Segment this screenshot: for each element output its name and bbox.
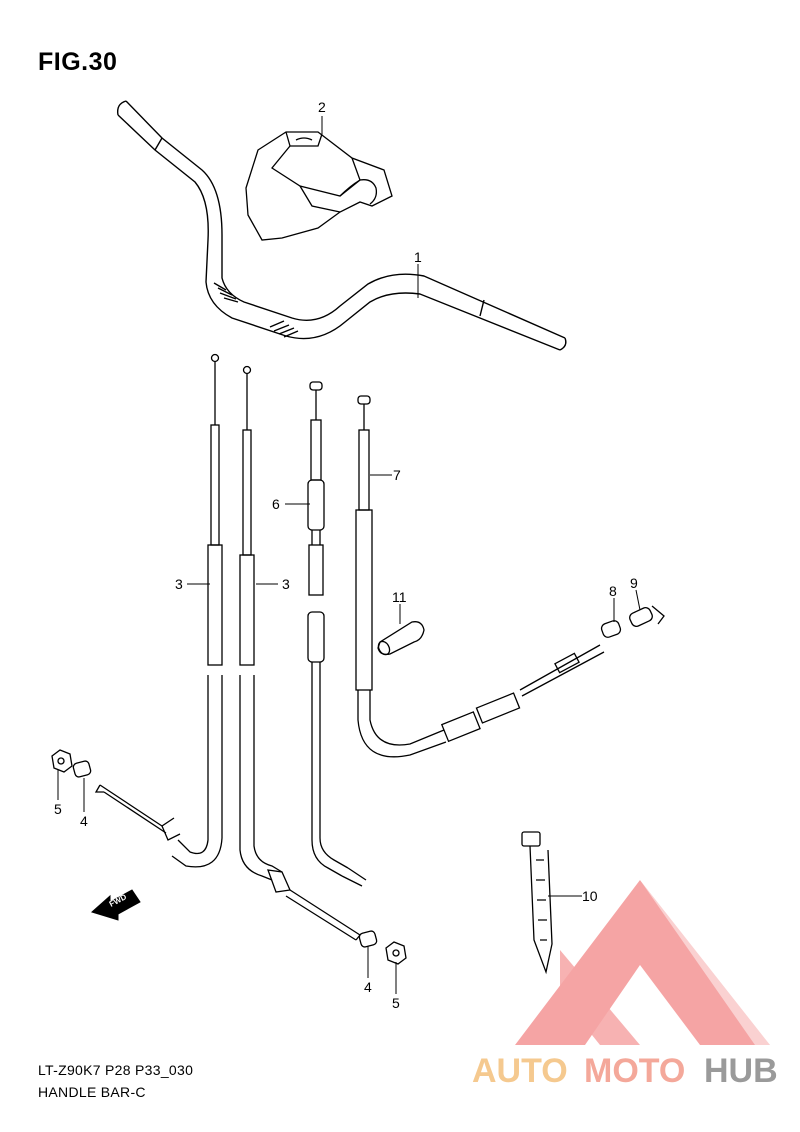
callout-part-3-right: 3 — [282, 576, 290, 592]
cable-tie-part-10 — [521, 831, 553, 975]
callout-1-part-2: 2 — [318, 99, 326, 115]
callout-part-7: 7 — [393, 467, 401, 483]
sleeve-part-11 — [377, 621, 425, 656]
forward-direction-arrow-icon: FWD — [91, 889, 141, 921]
watermark-word-moto: MOTO — [584, 1052, 685, 1090]
callout-part-4-left: 4 — [80, 813, 88, 829]
callout-part-5-left: 5 — [54, 801, 62, 817]
fitting-part-9 — [629, 605, 665, 627]
watermark-logo: AUTO MOTO HUB — [472, 880, 778, 1090]
brake-cable-part-6 — [307, 381, 367, 887]
brake-cable-part-7 — [355, 395, 605, 758]
section-name-label: HANDLE BAR-C — [38, 1084, 146, 1100]
callout-part-8: 8 — [609, 583, 617, 599]
nut-part-5-left — [51, 749, 73, 773]
handlebar-cover-part — [245, 131, 393, 241]
watermark-word-auto: AUTO — [472, 1052, 568, 1090]
callout-part-9: 9 — [630, 575, 638, 591]
throttle-cable-left — [94, 353, 223, 868]
nut-part-5-right — [385, 941, 407, 965]
watermark-word-hub: HUB — [704, 1052, 778, 1090]
callout-part-5-right: 5 — [392, 995, 400, 1011]
callout-part-4-right: 4 — [364, 979, 372, 995]
fitting-part-8 — [600, 620, 622, 638]
callout-part-6: 6 — [272, 496, 280, 512]
adjuster-part-4-left — [72, 760, 92, 778]
figure-title: FIG.30 — [38, 48, 118, 76]
model-code-label: LT-Z90K7 P28 P33_030 — [38, 1062, 194, 1078]
callout-part-1: 1 — [414, 249, 422, 265]
adjuster-part-4-right — [358, 930, 378, 948]
callout-part-10: 10 — [582, 888, 598, 904]
throttle-cable-right — [239, 365, 361, 941]
leader-lines — [57, 116, 641, 994]
handlebar-part — [116, 100, 567, 351]
callout-part-11: 11 — [392, 589, 407, 605]
callout-labels: 2 1 3 3 6 7 8 9 11 10 4 5 4 5 — [54, 99, 638, 1011]
watermark-triangle-icon — [515, 880, 770, 1045]
callout-part-3-left: 3 — [175, 576, 183, 592]
